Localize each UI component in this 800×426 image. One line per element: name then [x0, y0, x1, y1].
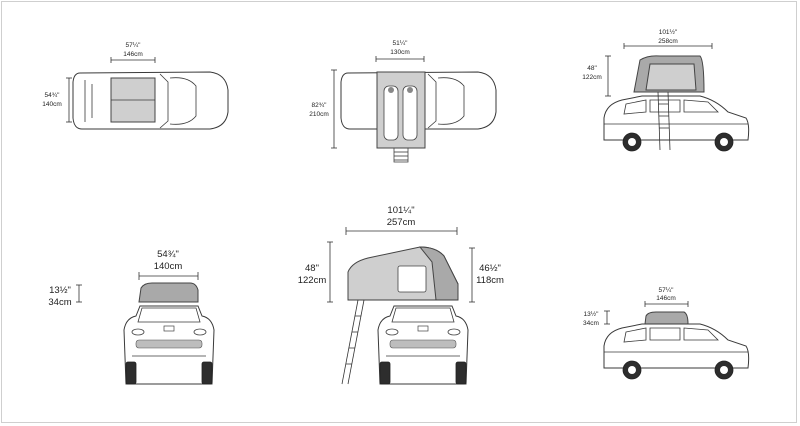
top-closed-depth-cm: 140cm — [42, 101, 62, 108]
front-open-ladder-r — [347, 299, 365, 385]
side-view-closed: 57¼" 146cm 13½" 34cm — [583, 287, 750, 380]
front-open-height-left-cm: 122cm — [298, 275, 327, 286]
front-closed-height-in: 13½" — [49, 285, 71, 296]
top-open-length-cm: 210cm — [309, 111, 329, 118]
top-closed-width-cm: 146cm — [123, 51, 143, 58]
front-open-height-right-in: 46½" — [479, 263, 501, 274]
front-open-wheel-right — [455, 361, 467, 385]
front-closed-height-cm: 34cm — [48, 297, 71, 308]
side-open-ladder-l — [657, 91, 661, 151]
front-open-width-cm: 257cm — [387, 217, 416, 228]
top-view-closed: 57¼" 146cm 54¾" 140cm — [42, 42, 229, 130]
front-open-height-right-cm: 118cm — [476, 275, 504, 286]
top-open-length-in: 82¾" — [312, 102, 328, 109]
front-closed-width-cm: 140cm — [154, 261, 183, 272]
side-closed-tent — [644, 311, 689, 325]
side-closed-height-in: 13½" — [584, 310, 600, 318]
side-closed-width-in: 57¼" — [659, 287, 675, 294]
front-closed-width-in: 54¾" — [157, 249, 179, 260]
front-open-ladder-l — [341, 299, 359, 385]
side-closed-width-cm: 146cm — [656, 295, 676, 302]
sleeping-bag-right — [402, 85, 418, 141]
top-view-open: 51¼" 130cm 82¾" 210cm — [309, 40, 497, 163]
front-closed-wheel-right — [201, 361, 213, 385]
sleeping-bag-left — [383, 85, 399, 141]
front-view-closed: 54¾" 140cm 13½" 34cm — [48, 249, 215, 385]
side-open-length-cm: 258cm — [658, 38, 678, 45]
front-open-tent-window — [397, 265, 427, 293]
front-open-width-in: 101¼" — [387, 205, 414, 216]
side-view-open: 101½" 258cm 48" 122cm — [582, 28, 750, 152]
side-open-length-in: 101½" — [659, 28, 678, 36]
top-open-width-cm: 130cm — [390, 49, 410, 56]
top-closed-width-in: 57¼" — [126, 42, 142, 49]
side-open-height-cm: 122cm — [582, 74, 602, 81]
top-closed-depth-in: 54¾" — [45, 92, 61, 99]
top-open-width-in: 51¼" — [393, 40, 409, 47]
front-open-height-left-in: 48" — [305, 263, 319, 274]
side-open-height-in: 48" — [587, 65, 597, 72]
top-open-ladder — [393, 147, 409, 163]
front-view-open: 101¼" 257cm 48" 122cm 46½" 118cm — [298, 205, 504, 385]
side-closed-height-cm: 34cm — [583, 320, 599, 327]
front-open-wheel-left — [379, 361, 391, 385]
front-closed-wheel-left — [125, 361, 137, 385]
front-closed-tent — [138, 282, 199, 303]
